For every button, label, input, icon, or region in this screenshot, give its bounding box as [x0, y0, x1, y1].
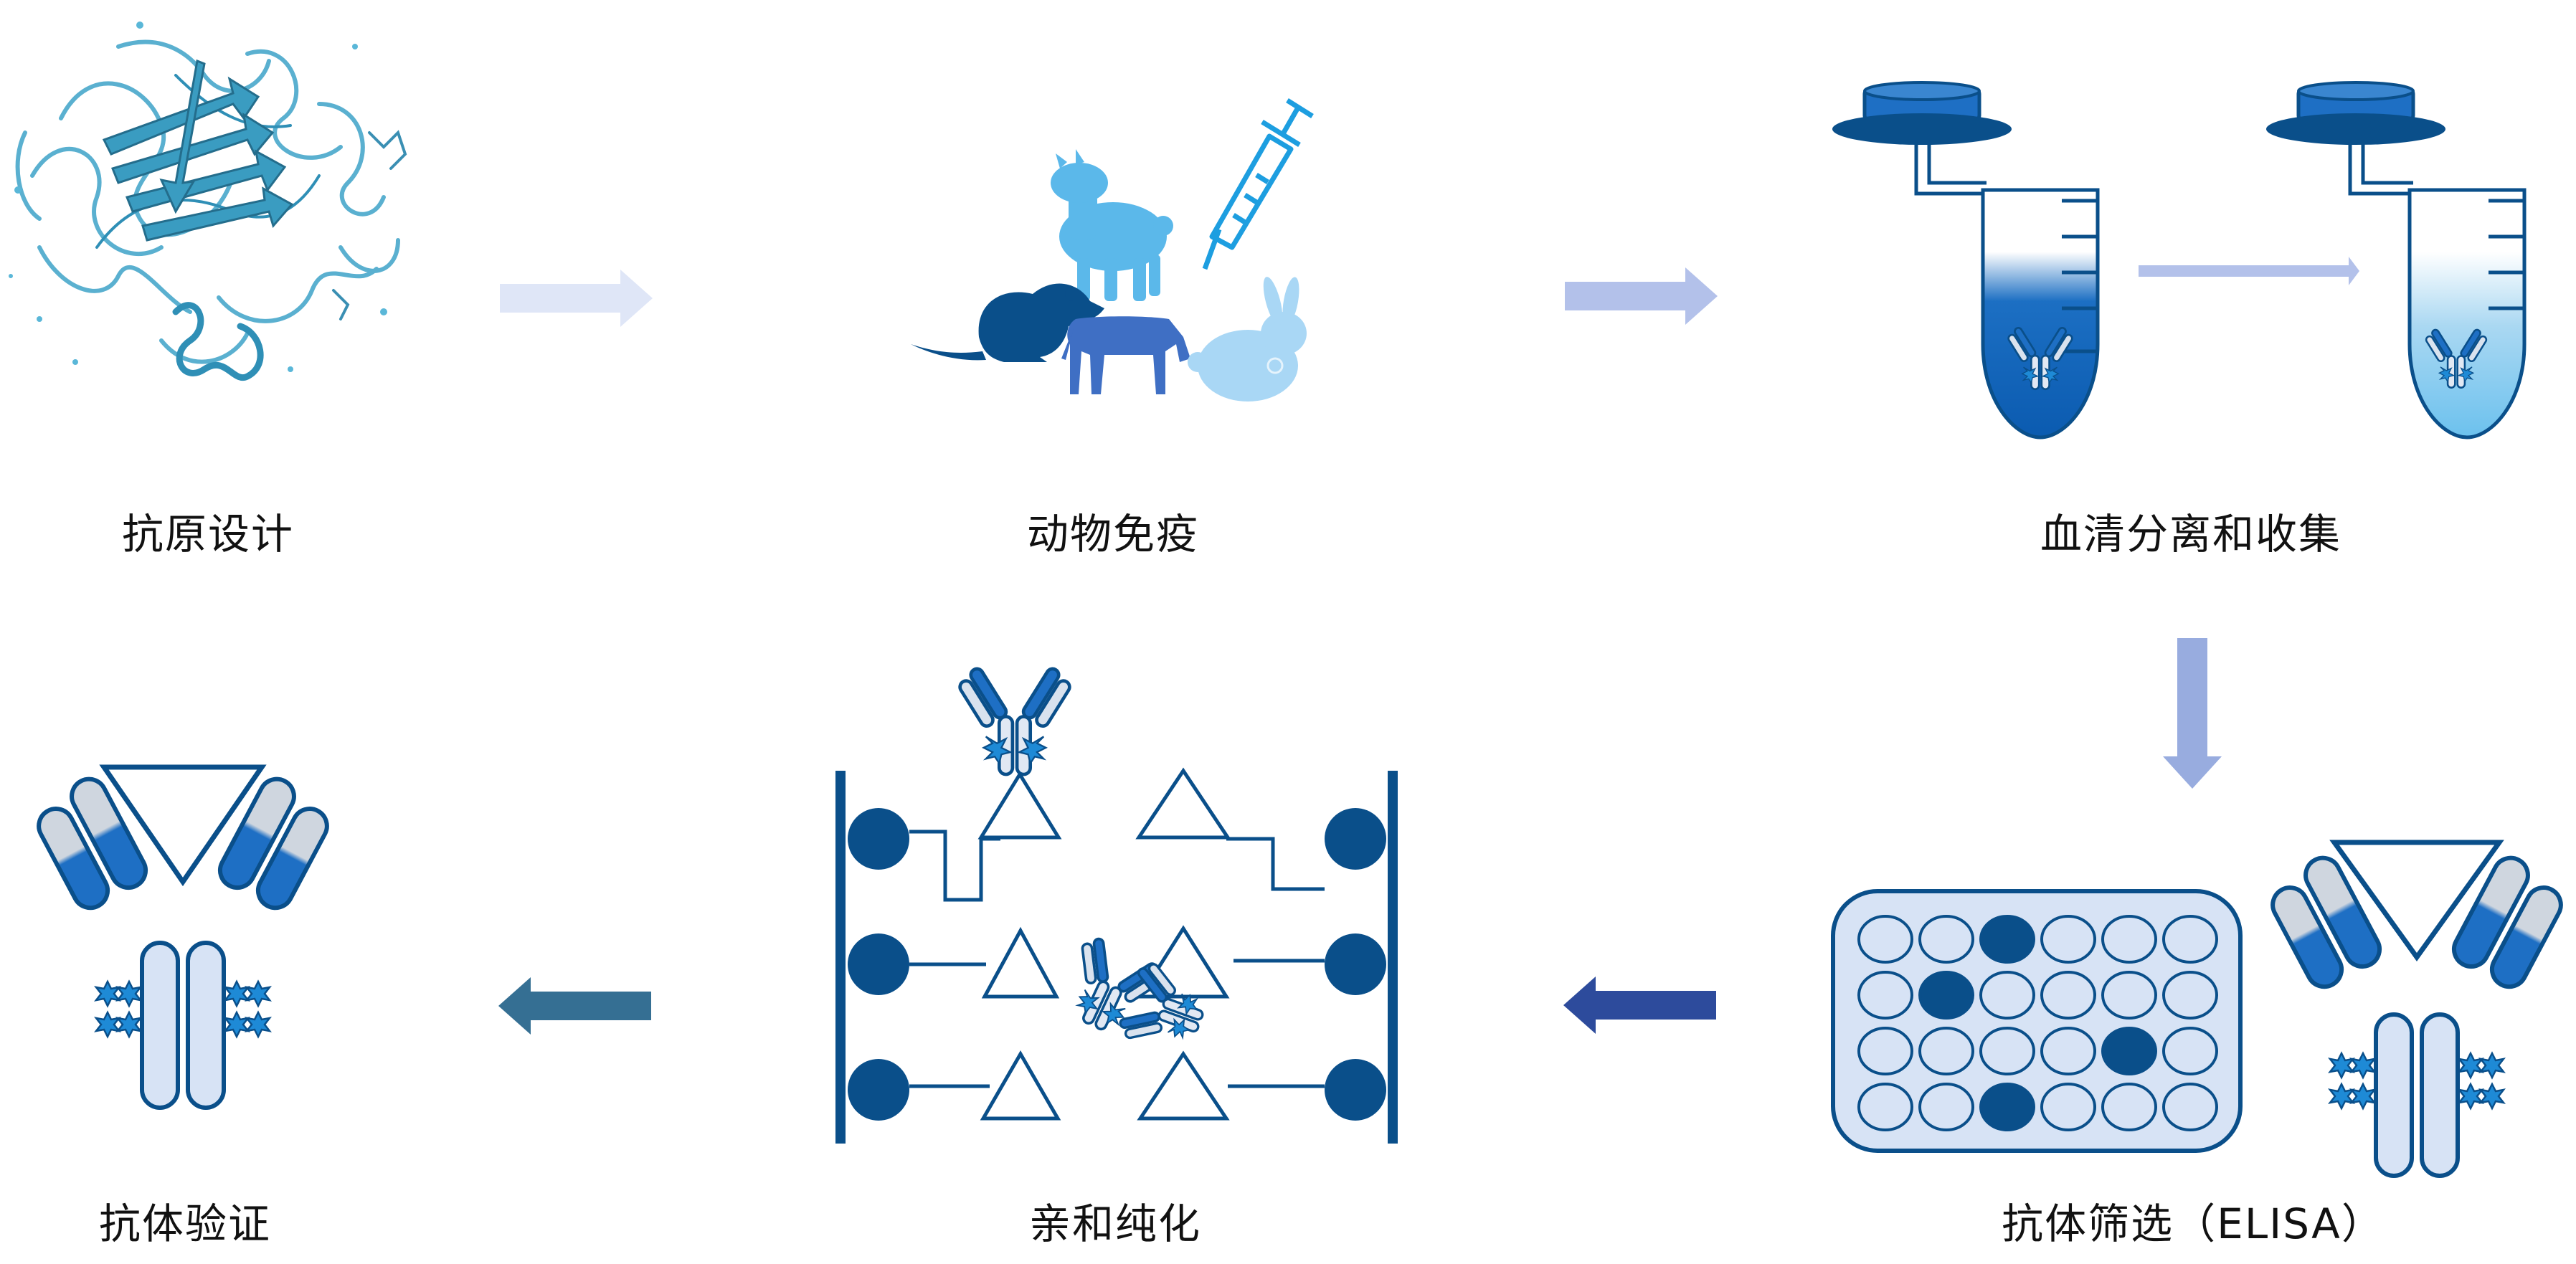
- alpaca-icon: [1051, 149, 1173, 301]
- elisa-well: [1981, 1028, 2034, 1074]
- cow-icon: [1061, 316, 1190, 394]
- step-label-animal-immunization: 动物免疫: [1027, 500, 1199, 561]
- antibody-validation-icon: [28, 767, 338, 1108]
- elisa-well: [1920, 916, 1973, 962]
- elisa-well: [2042, 972, 2095, 1018]
- elisa-well: [2164, 1028, 2217, 1074]
- step-label-antibody-screening: 抗体筛选（ELISA）: [2002, 1190, 2385, 1250]
- step-label-serum-separation: 血清分离和收集: [2040, 500, 2341, 561]
- elisa-well: [2164, 916, 2217, 962]
- animals-immunization-icon: [911, 100, 1312, 401]
- elisa-well: [2103, 1028, 2156, 1074]
- arrow-right-icon: [1565, 267, 1718, 325]
- elisa-well: [1859, 1084, 1912, 1130]
- elisa-well: [2042, 916, 2095, 962]
- antibody-antigen-icon: [2262, 842, 2572, 1176]
- arrow-right-icon: [2139, 257, 2359, 285]
- elisa-plate-icon: [1833, 891, 2240, 1151]
- elisa-well: [2042, 1028, 2095, 1074]
- elisa-well: [2164, 972, 2217, 1018]
- serum-tube-icon: [1832, 82, 2098, 437]
- elisa-well: [1981, 1084, 2034, 1130]
- elisa-well: [1859, 916, 1912, 962]
- step-label-antibody-validation: 抗体验证: [99, 1190, 271, 1250]
- elisa-well: [1859, 972, 1912, 1018]
- elisa-well: [2103, 916, 2156, 962]
- elisa-well: [2164, 1084, 2217, 1130]
- arrow-left-icon: [1563, 976, 1716, 1034]
- affinity-column-icon: [840, 667, 1393, 1144]
- step-label-antigen-design: 抗原设计: [122, 500, 294, 561]
- elisa-well: [1920, 1028, 1973, 1074]
- protein-structure-icon: [9, 22, 405, 378]
- serum-tube-icon: [2266, 82, 2524, 437]
- arrow-left-icon: [498, 977, 651, 1035]
- arrow-down-icon: [2163, 638, 2222, 789]
- step-label-affinity-purification: 亲和纯化: [1029, 1190, 1201, 1250]
- elisa-well: [1981, 972, 2034, 1018]
- elisa-well: [1859, 1028, 1912, 1074]
- elisa-well: [1920, 1084, 1973, 1130]
- elisa-well: [1981, 916, 2034, 962]
- elisa-well: [2042, 1084, 2095, 1130]
- syringe-icon: [1205, 100, 1312, 269]
- elisa-well: [2103, 1084, 2156, 1130]
- elisa-well: [1920, 972, 1973, 1018]
- rabbit-icon: [1188, 275, 1307, 401]
- elisa-well: [2103, 972, 2156, 1018]
- arrow-right-icon: [500, 270, 653, 327]
